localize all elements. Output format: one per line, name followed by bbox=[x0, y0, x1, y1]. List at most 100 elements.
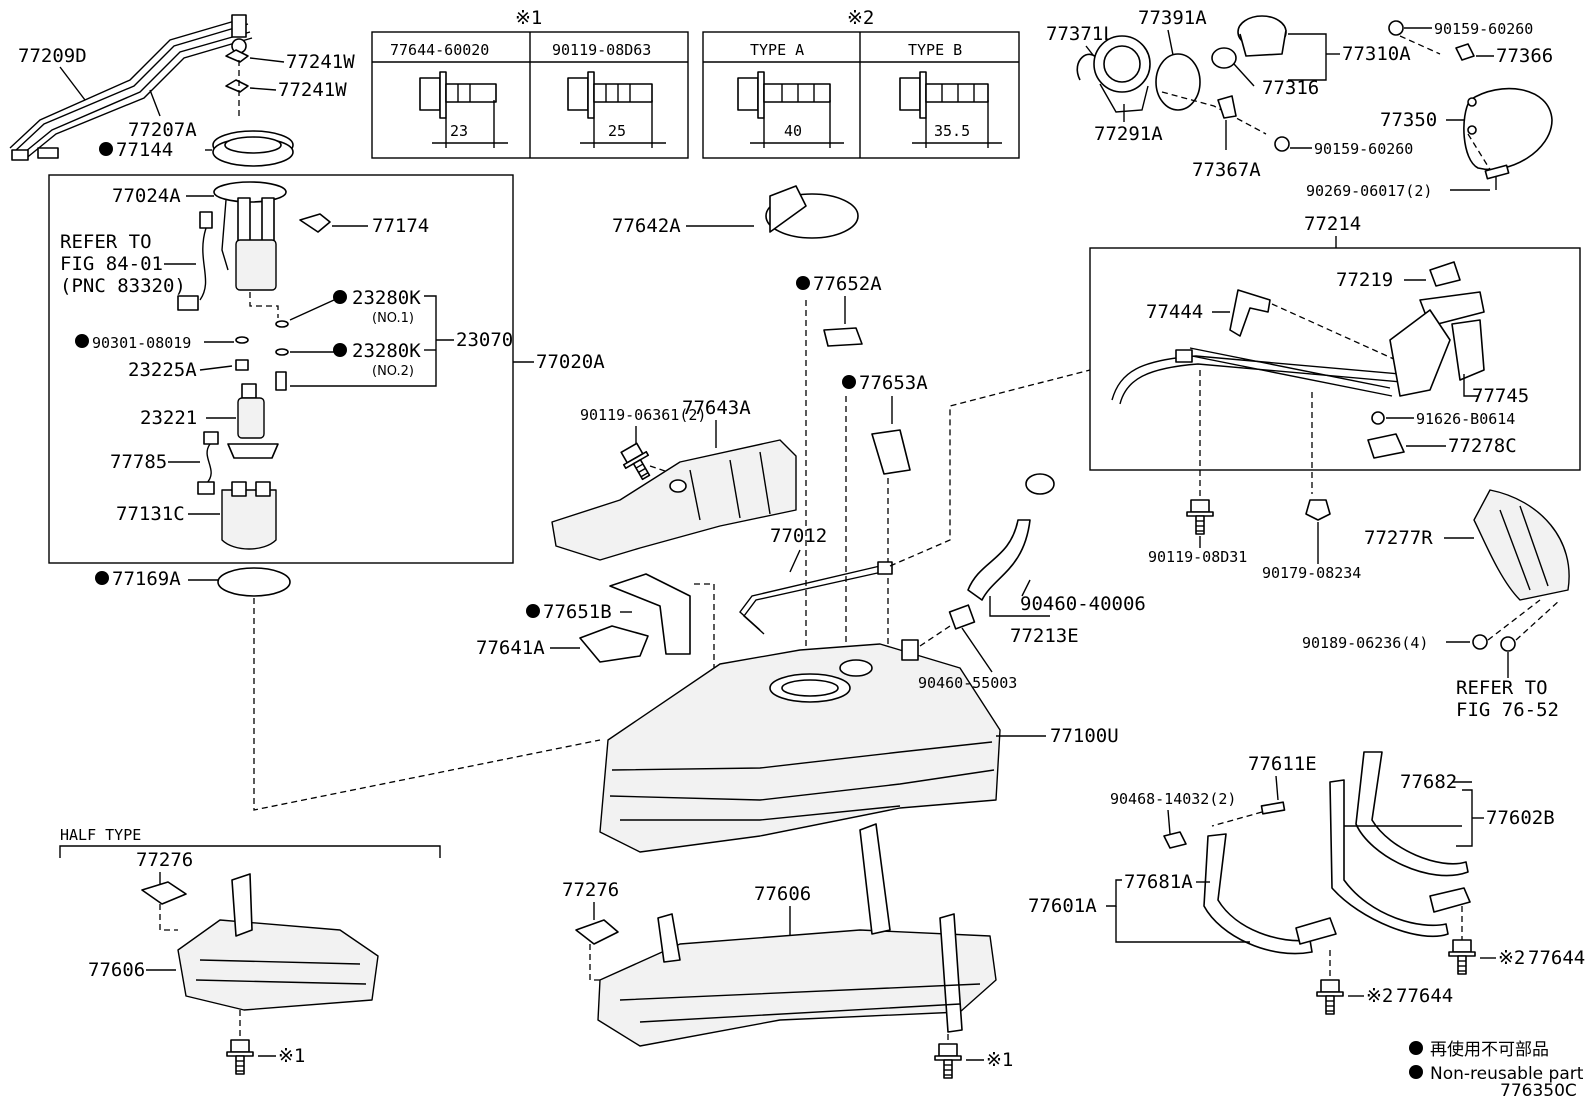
label-90159-60260-b: 90159-60260 bbox=[1314, 140, 1413, 158]
gasket-77169A bbox=[217, 567, 291, 597]
filler-neck-77291A bbox=[1093, 35, 1151, 113]
label-no2: (NO.2) bbox=[372, 364, 414, 379]
clip-77367A bbox=[1217, 95, 1237, 119]
wire-77785 bbox=[197, 431, 219, 495]
protector-77606 bbox=[597, 823, 997, 1047]
legend: 再使用不可部品 Non-reusable part bbox=[1409, 1039, 1584, 1084]
bracket-77174 bbox=[299, 213, 331, 233]
nut-90179 bbox=[1305, 499, 1331, 521]
fastener-table-1: ※1 77644-60020 90119-08D63 23 25 bbox=[371, 7, 689, 159]
label-77277R: 77277R bbox=[1364, 527, 1433, 549]
part-23225A bbox=[235, 359, 249, 371]
ref-mark-2a: ※2 bbox=[1498, 947, 1525, 969]
refer-text-2: FIG 84-01 bbox=[60, 253, 163, 275]
label-77444: 77444 bbox=[1146, 301, 1203, 323]
table2-dim2: 35.5 bbox=[934, 122, 970, 140]
ref-mark-1a: ※1 bbox=[278, 1045, 305, 1067]
refer-text-5: FIG 76-52 bbox=[1456, 699, 1559, 721]
label-77209D: 77209D bbox=[18, 45, 87, 67]
legend-en: Non-reusable part bbox=[1430, 1064, 1584, 1084]
filler-pipe-77745 bbox=[1111, 291, 1485, 405]
label-77611E: 77611E bbox=[1248, 753, 1317, 775]
strap-77682 bbox=[1355, 751, 1469, 877]
label-77652A: 77652A bbox=[813, 273, 882, 295]
table1-col1: 77644-60020 bbox=[390, 41, 489, 59]
protector-77641A bbox=[579, 625, 649, 663]
fastener-table-2: ※2 TYPE A TYPE B 40 35.5 bbox=[702, 7, 1020, 159]
label-77785: 77785 bbox=[110, 451, 167, 473]
liner-77277R bbox=[1473, 489, 1570, 601]
fuel-line-77209D bbox=[9, 14, 253, 161]
label-77350: 77350 bbox=[1380, 109, 1437, 131]
label-77241W-a: 77241W bbox=[286, 51, 355, 73]
label-77020A: 77020A bbox=[536, 351, 605, 373]
bracket-77276-a bbox=[141, 881, 187, 905]
refer-text-4: REFER TO bbox=[1456, 677, 1548, 699]
part-77219 bbox=[1429, 261, 1461, 287]
label-77276-b: 77276 bbox=[562, 879, 619, 901]
label-77366: 77366 bbox=[1496, 45, 1553, 67]
table1-dim2: 25 bbox=[608, 122, 626, 140]
strap-77602B bbox=[1329, 779, 1471, 938]
lock-ring-77144 bbox=[212, 130, 294, 167]
label-77642A: 77642A bbox=[612, 215, 681, 237]
gasket-77391A bbox=[1155, 53, 1201, 111]
protector-77606-half bbox=[177, 873, 379, 1011]
pump-head-77024A bbox=[213, 181, 287, 291]
filler-pipe-box bbox=[1089, 247, 1581, 471]
strap-77681A bbox=[1203, 833, 1337, 955]
pump-23221 bbox=[227, 383, 279, 459]
label-90460-55003: 90460-55003 bbox=[918, 674, 1017, 692]
label-77174: 77174 bbox=[372, 215, 429, 237]
label-90119-08D31: 90119-08D31 bbox=[1148, 548, 1247, 566]
label-77291A: 77291A bbox=[1094, 123, 1163, 145]
table2-col1: TYPE A bbox=[750, 41, 804, 59]
label-77219: 77219 bbox=[1336, 269, 1393, 291]
refer-text-3: (PNC 83320) bbox=[60, 275, 186, 297]
part-77366 bbox=[1455, 43, 1475, 61]
label-77643A: 77643A bbox=[682, 397, 751, 419]
ref-mark-1b: ※1 bbox=[986, 1049, 1013, 1071]
label-77367A: 77367A bbox=[1192, 159, 1261, 181]
label-77606-b: 77606 bbox=[754, 883, 811, 905]
label-23070: 23070 bbox=[456, 329, 513, 351]
label-90159-60260-a: 90159-60260 bbox=[1434, 20, 1533, 38]
label-23225A: 23225A bbox=[128, 359, 197, 381]
table2-dim1: 40 bbox=[784, 122, 802, 140]
label-90269: 90269-06017(2) bbox=[1306, 182, 1432, 200]
cap-77310A bbox=[1237, 15, 1287, 57]
label-77207A: 77207A bbox=[128, 119, 197, 141]
label-23280K-1: 23280K bbox=[352, 287, 421, 309]
fuel-tank-77100U bbox=[599, 639, 1001, 853]
legend-jp: 再使用不可部品 bbox=[1430, 1039, 1549, 1060]
hose-77444 bbox=[1229, 289, 1271, 337]
fuel-door-77350 bbox=[1463, 87, 1553, 171]
bracket-77276-b bbox=[575, 919, 619, 945]
label-77682: 77682 bbox=[1400, 771, 1457, 793]
label-90468: 90468-14032(2) bbox=[1110, 790, 1236, 808]
refer-text-1: REFER TO bbox=[60, 231, 152, 253]
label-77644-a: 77644 bbox=[1528, 947, 1585, 969]
label-77012: 77012 bbox=[770, 525, 827, 547]
label-77653A: 77653A bbox=[859, 372, 928, 394]
label-77644-b: 77644 bbox=[1396, 985, 1453, 1007]
label-no1: (NO.1) bbox=[372, 311, 414, 326]
label-77144: 77144 bbox=[116, 139, 173, 161]
label-23221: 23221 bbox=[140, 407, 197, 429]
clamp-77241W bbox=[225, 49, 249, 93]
wire-harness bbox=[177, 211, 213, 311]
ring-77316 bbox=[1211, 47, 1237, 69]
label-77316: 77316 bbox=[1262, 77, 1319, 99]
tube-77012 bbox=[739, 561, 893, 635]
fuel-pump-assembly-box bbox=[48, 174, 514, 564]
pad-77653A bbox=[871, 429, 911, 475]
label-77681A: 77681A bbox=[1124, 871, 1193, 893]
filter-23280K bbox=[275, 371, 287, 391]
table1-dim1: 23 bbox=[450, 122, 468, 140]
ref-mark-2b: ※2 bbox=[1366, 985, 1393, 1007]
label-77278C: 77278C bbox=[1448, 435, 1517, 457]
label-77641A: 77641A bbox=[476, 637, 545, 659]
label-77745: 77745 bbox=[1472, 385, 1529, 407]
label-77024A: 77024A bbox=[112, 185, 181, 207]
